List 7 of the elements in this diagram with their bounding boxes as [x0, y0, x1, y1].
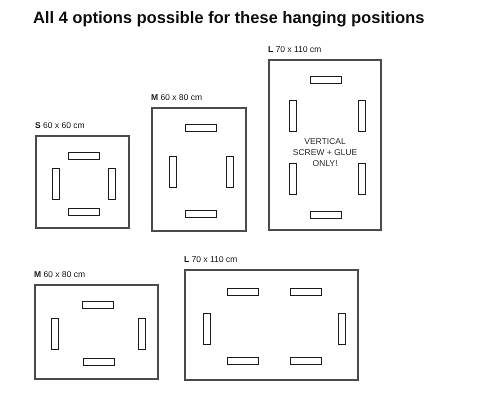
title: All 4 options possible for these hanging positions	[33, 9, 424, 28]
size-label: L 70 x 110 cm	[184, 254, 238, 264]
size-label: M 60 x 80 cm	[151, 92, 202, 102]
size-label: S 60 x 60 cm	[35, 120, 85, 130]
size-label: M 60 x 80 cm	[34, 269, 86, 279]
note-text: VERTICAL SCREW + GLUE ONLY!	[292, 136, 358, 170]
size-label: L 70 x 110 cm	[268, 44, 322, 54]
